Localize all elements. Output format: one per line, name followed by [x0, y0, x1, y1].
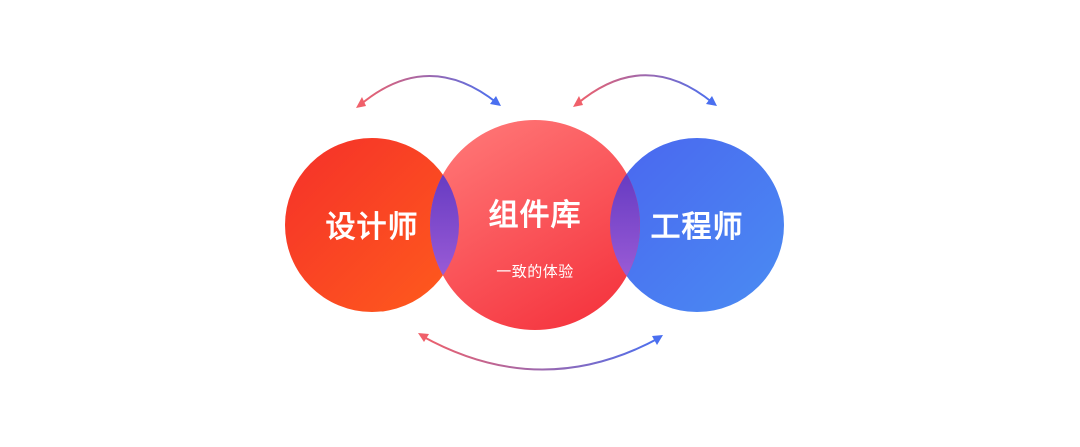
library-label: 组件库: [488, 198, 582, 233]
curved-double-arrow-icon: [418, 333, 663, 371]
engineer-label: 工程师: [650, 210, 744, 245]
designer-label: 设计师: [325, 210, 419, 245]
library-circle: [430, 120, 640, 330]
curved-double-arrow-icon: [356, 75, 501, 108]
designer-circle: [285, 138, 459, 312]
curved-double-arrow-icon: [573, 74, 717, 107]
engineer-circle: [610, 138, 784, 312]
library-sublabel: 一致的体验: [496, 262, 574, 281]
